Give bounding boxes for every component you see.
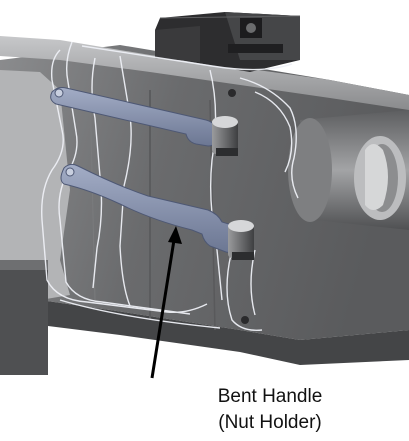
callout-label: Bent Handle (Nut Holder) [180, 384, 360, 436]
lower-left-block [0, 260, 48, 375]
side-cylinder [288, 110, 409, 230]
callout-label-line1: Bent Handle [217, 386, 323, 407]
top-mount-bracket [155, 12, 301, 72]
upper-nut-post [212, 116, 238, 156]
lower-nut-post [228, 220, 254, 260]
bolt-lower [241, 316, 249, 324]
callout-arrow [150, 226, 182, 379]
callout-label-line2: (Nut Holder) [218, 412, 322, 433]
bolt-upper [228, 89, 236, 97]
